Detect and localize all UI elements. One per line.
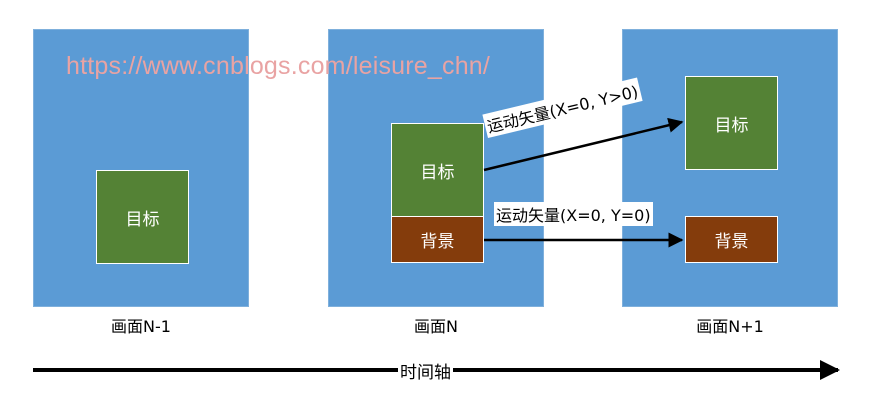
timeline-label: 时间轴 — [398, 358, 453, 383]
frame-n-minus-1: 目标 — [33, 29, 249, 307]
frame-caption-n-minus-1: 画面N-1 — [111, 317, 171, 336]
background-block: 背景 — [391, 216, 484, 263]
frame-n-plus-1: 目标 背景 — [622, 29, 838, 307]
target-motion-arrow — [483, 117, 684, 172]
target-block: 目标 — [96, 170, 189, 264]
frame-n: 目标 背景 — [328, 29, 544, 307]
background-block: 背景 — [685, 216, 778, 263]
watermark-text: https://www.cnblogs.com/leisure_chn/ — [66, 52, 491, 80]
background-motion-vector-label: 运动矢量(X=0, Y=0) — [494, 202, 653, 226]
frame-caption-n: 画面N — [414, 317, 458, 336]
frame-caption-n-plus-1: 画面N+1 — [696, 317, 764, 336]
target-block: 目标 — [685, 76, 778, 170]
